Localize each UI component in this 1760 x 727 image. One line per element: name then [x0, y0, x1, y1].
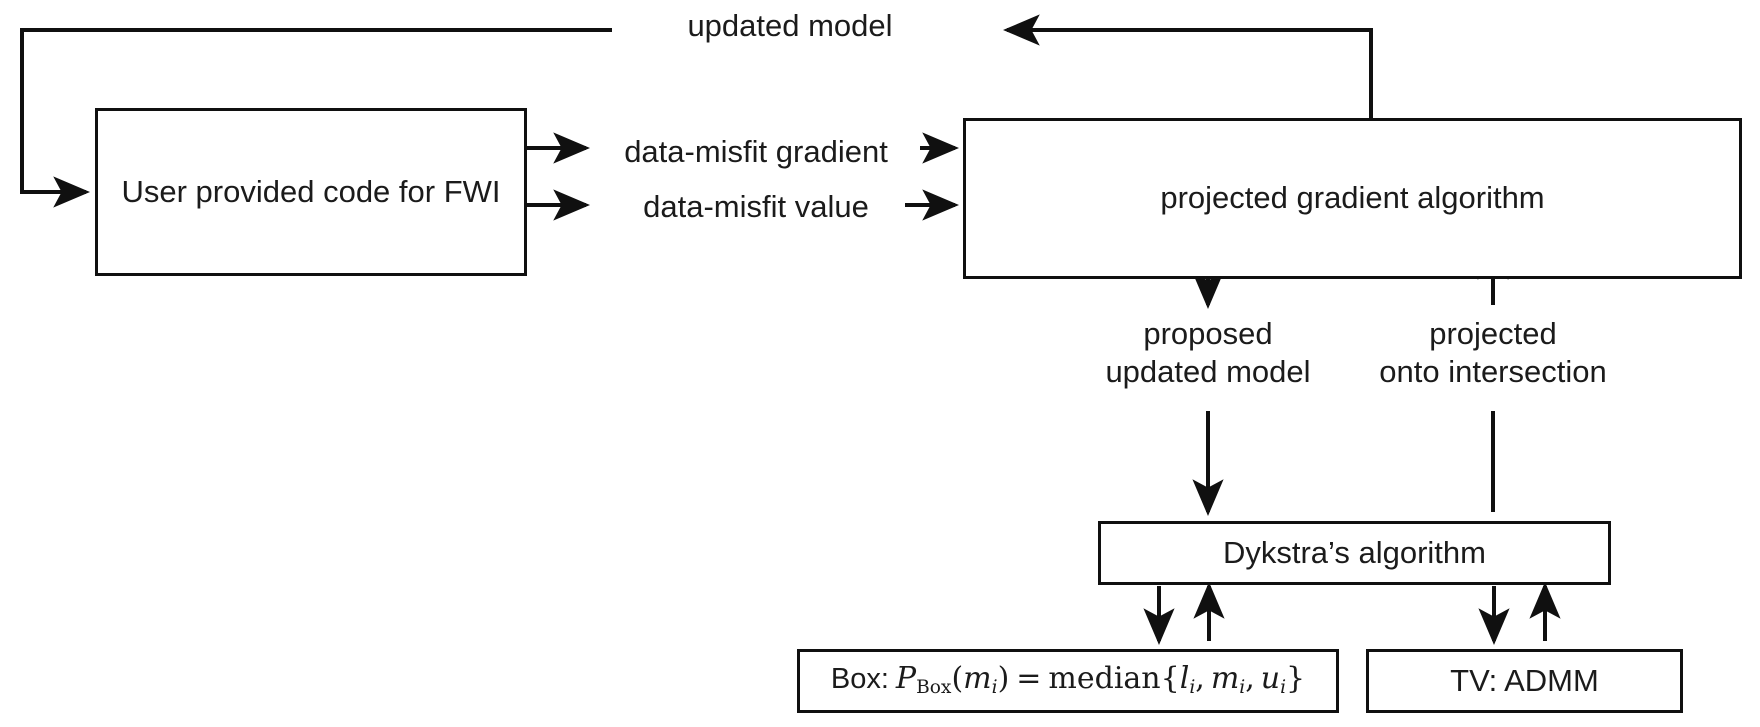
edge-label-data-misfit-gradient: data-misfit gradient [624, 134, 888, 169]
edge-label-updated-model: updated model [687, 8, 893, 43]
edge-label-proposed-updated-model: proposed updated model [1105, 316, 1311, 389]
node-projected-gradient-label: projected gradient algorithm [1160, 180, 1545, 216]
box-formula-item-u-sub: i [1280, 677, 1287, 699]
box-formula-argument: m [963, 661, 992, 697]
node-dykstras-algorithm[interactable]: Dykstra’s algorithm [1098, 521, 1611, 585]
box-formula-argument-sub: i [991, 677, 998, 699]
edge-label-data-misfit-value: data-misfit value [643, 189, 869, 224]
box-formula-brace-close: } [1286, 661, 1306, 697]
box-formula-item-l: l [1179, 661, 1190, 697]
box-formula-paren-open: ( [951, 661, 964, 697]
box-formula-operator-sub: Box [916, 677, 952, 699]
box-formula-brace-open: { [1160, 661, 1180, 697]
node-user-provided-code-for-fwi[interactable]: User provided code for FWI [95, 108, 527, 276]
node-box-projection[interactable]: Box:PBox(mi)=median{li, mi, ui} [797, 649, 1339, 713]
node-fwi-label: User provided code for FWI [121, 173, 501, 209]
edge-label-projected-onto-intersection: projected onto intersection [1379, 316, 1607, 389]
box-formula-item-m: m [1210, 661, 1240, 697]
box-formula-item-u: u [1260, 661, 1281, 697]
node-projected-gradient-algorithm[interactable]: projected gradient algorithm [963, 118, 1742, 279]
box-formula-item-l-sub: i [1189, 677, 1196, 699]
box-formula-prefix: Box: [830, 663, 889, 696]
box-formula-paren-close: ) [997, 661, 1010, 697]
box-formula-equals: = [1016, 661, 1042, 697]
node-tv-label: TV: ADMM [1450, 662, 1599, 698]
box-formula-operator: P [895, 661, 917, 697]
node-tv-admm[interactable]: TV: ADMM [1366, 649, 1683, 713]
connector-dykstra-box [1143, 581, 1225, 646]
node-dykstra-label: Dykstra’s algorithm [1222, 534, 1486, 570]
box-projection-formula: Box:PBox(mi)=median{li, mi, ui} [830, 661, 1306, 699]
connector-dykstra-tv [1478, 581, 1561, 646]
box-formula-item-m-sub: i [1239, 677, 1246, 699]
box-formula-function: median [1048, 661, 1161, 697]
